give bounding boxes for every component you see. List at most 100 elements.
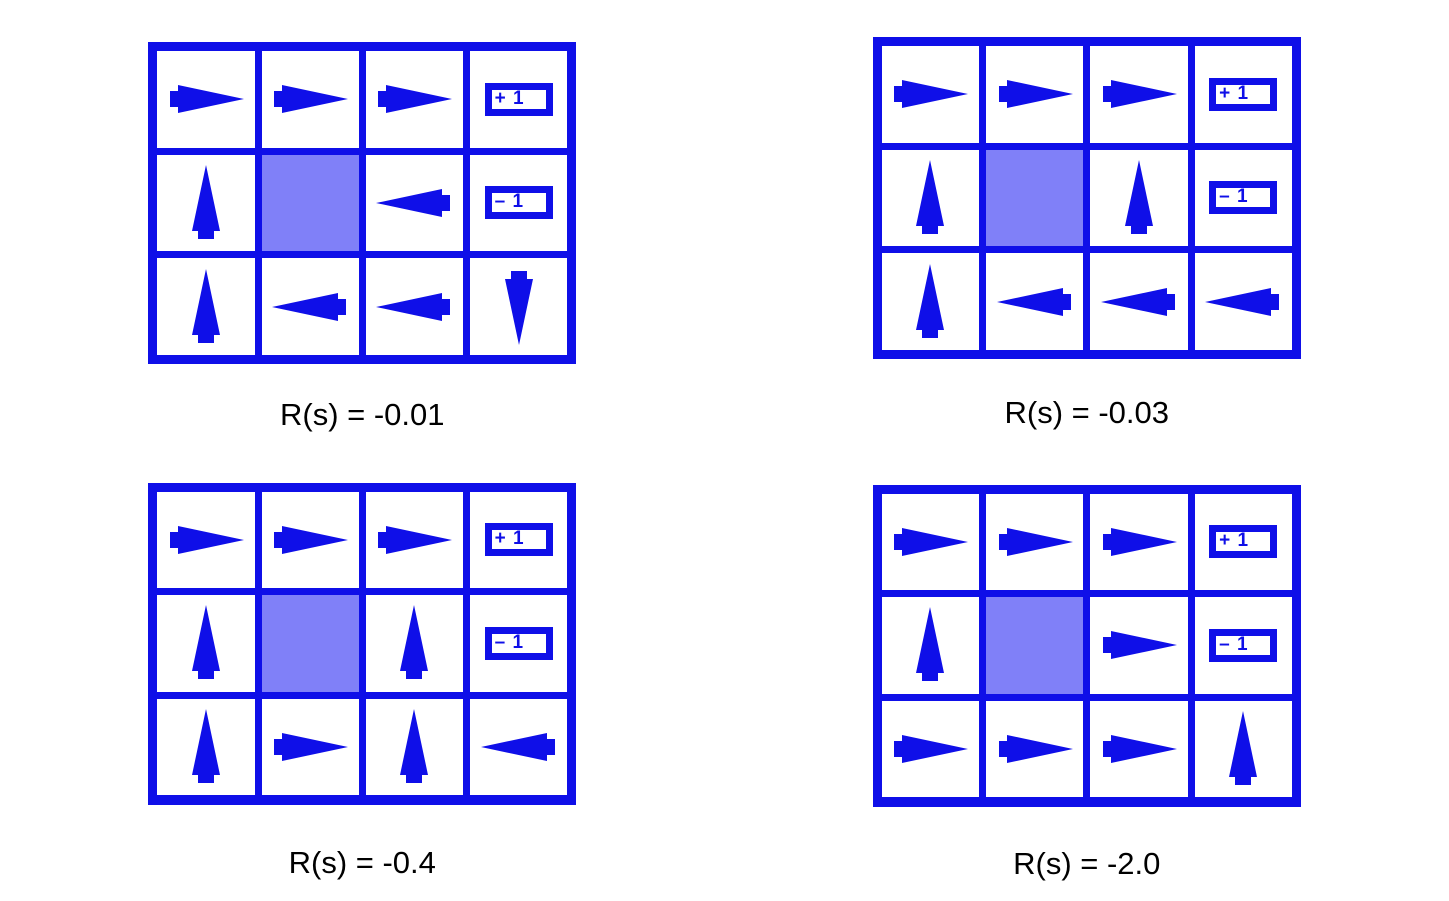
arrow-up-icon (158, 699, 254, 795)
terminal-reward-box: + 1 (1209, 77, 1278, 111)
terminal-reward-label: – 1 (1219, 186, 1249, 208)
arrow-up-icon (158, 259, 254, 355)
panel-caption: R(s) = -2.0 (1013, 845, 1161, 881)
grid-cell: – 1 (1194, 149, 1292, 247)
arrow-right-icon (1091, 494, 1187, 590)
arrow-up-icon (158, 595, 254, 691)
terminal-reward-label: – 1 (494, 191, 525, 213)
arrow-left-icon (262, 259, 358, 355)
terminal-reward-box: – 1 (1209, 628, 1278, 662)
terminal-reward-label: + 1 (494, 87, 525, 109)
arrow-up-icon (882, 150, 978, 246)
grid-world: + 1 – 1 (872, 37, 1301, 359)
arrow-right-icon (262, 51, 358, 147)
grid-cell: – 1 (1194, 597, 1292, 694)
arrow-right-icon (882, 701, 978, 797)
grid-cell (157, 51, 255, 148)
grid-cell (881, 253, 979, 350)
grid-cell (1090, 149, 1188, 247)
terminal-reward-box: + 1 (484, 82, 553, 116)
grid-cell (261, 491, 359, 589)
arrow-right-icon (987, 494, 1083, 590)
terminal-reward-label: + 1 (1219, 82, 1250, 104)
grid-cell (986, 700, 1084, 798)
grid-cell: + 1 (1194, 46, 1292, 143)
arrow-right-icon (158, 492, 254, 588)
grid-cell: – 1 (470, 595, 568, 692)
grid-cell (881, 493, 979, 591)
grid-cell: + 1 (1194, 493, 1292, 591)
grid-cell (881, 597, 979, 694)
grid-cell (261, 51, 359, 148)
arrow-right-icon (987, 46, 1083, 142)
arrow-right-icon (882, 494, 978, 590)
arrow-left-icon (1195, 254, 1291, 350)
grid-cell (881, 46, 979, 143)
arrow-up-icon (1195, 701, 1291, 797)
grid-cell (157, 491, 255, 589)
panel-caption: R(s) = -0.03 (1004, 395, 1170, 430)
blocked-cell-icon (986, 597, 1084, 694)
grid-cell (986, 493, 1084, 591)
terminal-reward-label: – 1 (1219, 633, 1249, 655)
terminal-reward-box: + 1 (1209, 525, 1278, 559)
terminal-reward-box: + 1 (484, 523, 553, 557)
grid-cell (365, 51, 463, 148)
arrow-down-icon (471, 259, 567, 355)
terminal-reward-box: – 1 (484, 626, 553, 660)
arrow-right-icon (262, 492, 358, 588)
arrow-up-icon (158, 155, 254, 251)
panel-caption: R(s) = -0.01 (279, 397, 445, 432)
grid-cell (365, 595, 463, 692)
grid-cell (881, 149, 979, 247)
arrow-left-icon (366, 259, 462, 355)
grid-cell: + 1 (470, 491, 568, 589)
arrow-left-icon (1091, 254, 1187, 350)
grid-world: + 1 – 1 (872, 484, 1301, 807)
grid-cell (1090, 700, 1188, 798)
blocked-cell-icon (261, 154, 359, 252)
arrow-left-icon (987, 254, 1083, 350)
grid-cell (1194, 700, 1292, 798)
arrow-right-icon (1091, 701, 1187, 797)
grid-cell (1090, 597, 1188, 694)
arrow-right-icon (158, 51, 254, 147)
grid-world: + 1 – 1 (148, 482, 577, 805)
arrow-up-icon (882, 597, 978, 693)
grid-cell (1194, 253, 1292, 350)
grid-cell (157, 154, 255, 252)
grid-cell (261, 258, 359, 355)
grid-cell (1090, 46, 1188, 143)
terminal-reward-label: – 1 (494, 631, 525, 653)
terminal-reward-box: – 1 (1209, 181, 1278, 215)
terminal-reward-label: + 1 (494, 528, 525, 550)
terminal-reward-label: + 1 (1219, 530, 1250, 552)
arrow-up-icon (366, 699, 462, 795)
grid-cell (365, 491, 463, 589)
grid-world: + 1 – 1 (148, 42, 577, 364)
arrow-right-icon (366, 51, 462, 147)
arrow-up-icon (366, 595, 462, 691)
policy-panel-2: + 1 – 1 R(s) = -0.03 (725, 0, 1449, 451)
grid-cell (1090, 253, 1188, 350)
grid-cell (1090, 493, 1188, 591)
grid-cell (470, 258, 568, 355)
blocked-cell-icon (261, 595, 359, 692)
arrow-right-icon (262, 699, 358, 795)
panel-caption: R(s) = -0.4 (288, 844, 436, 880)
blocked-cell-icon (986, 149, 1084, 247)
grid-cell (157, 595, 255, 692)
grid-cell (365, 698, 463, 796)
grid-cell (365, 154, 463, 252)
grid-cell (881, 700, 979, 798)
grid-cell (986, 253, 1084, 350)
arrow-right-icon (1091, 597, 1187, 693)
policy-panel-1: + 1 – 1 R(s) = -0.01 (0, 0, 725, 451)
grid-cell (157, 258, 255, 355)
grid-cell (261, 698, 359, 796)
terminal-reward-box: – 1 (484, 186, 553, 220)
arrow-right-icon (1091, 46, 1187, 142)
grid-cell: + 1 (470, 51, 568, 148)
policy-panel-3: + 1 – 1 R(s) = -0.4 (0, 451, 725, 901)
